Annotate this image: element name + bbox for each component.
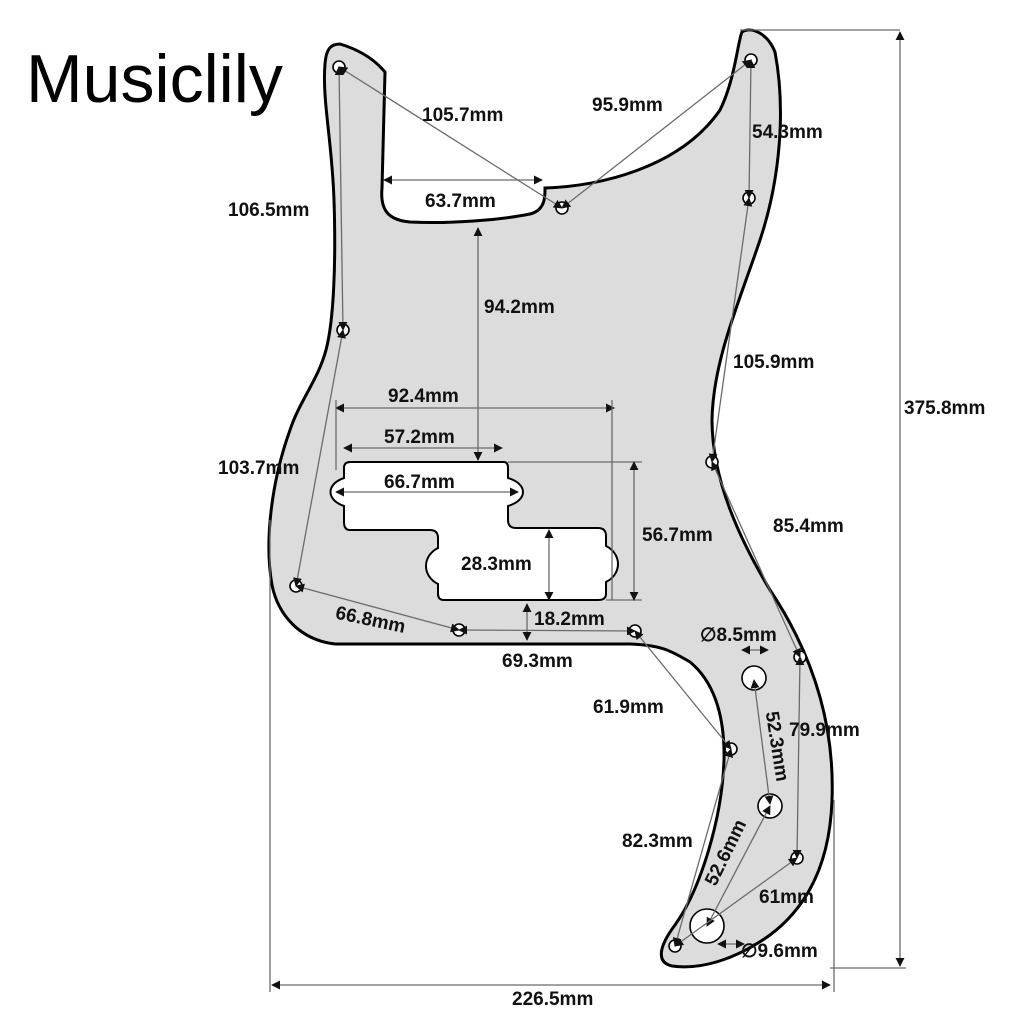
dim-top-left-diagonal: 105.7mm	[422, 105, 503, 126]
dim-pickup-upper-length: 66.7mm	[384, 472, 455, 493]
dim-pickup-offset: 57.2mm	[384, 427, 455, 448]
dim-lower-diagonal: 61.9mm	[593, 697, 664, 718]
dim-pickup-lower-length: 28.3mm	[461, 554, 532, 575]
dim-right-vertical: 79.9mm	[789, 720, 860, 741]
dim-pickup-height: 56.7mm	[642, 525, 713, 546]
dim-jack-hole-diameter: ∅9.6mm	[741, 941, 818, 962]
dim-overall-width: 226.5mm	[512, 989, 593, 1010]
dim-upper-right-short: 54.3mm	[752, 122, 823, 143]
dim-horn-left: 82.3mm	[622, 831, 693, 852]
dim-center-vertical: 94.2mm	[484, 297, 555, 318]
dim-pickup-gap: 18.2mm	[534, 609, 605, 630]
dim-top-right-diagonal: 95.9mm	[592, 95, 663, 116]
brand-logo-text: Musiclily	[26, 41, 283, 117]
dimension-lines	[269, 29, 906, 992]
dim-bottom-span: 69.3mm	[502, 651, 573, 672]
dim-left-lower: 103.7mm	[218, 458, 299, 479]
dim-overall-height: 375.8mm	[904, 398, 985, 419]
dim-left-upper: 106.5mm	[228, 200, 309, 221]
dim-right-long: 105.9mm	[733, 352, 814, 373]
control-hole	[741, 665, 767, 691]
dim-neck-pocket-width: 63.7mm	[425, 191, 496, 212]
dim-pickup-outer-width: 92.4mm	[388, 386, 459, 407]
dim-horn-bottom: 61mm	[759, 887, 814, 908]
dim-right-lower: 85.4mm	[773, 516, 844, 537]
dim-control-hole-diameter: ∅8.5mm	[700, 625, 777, 646]
